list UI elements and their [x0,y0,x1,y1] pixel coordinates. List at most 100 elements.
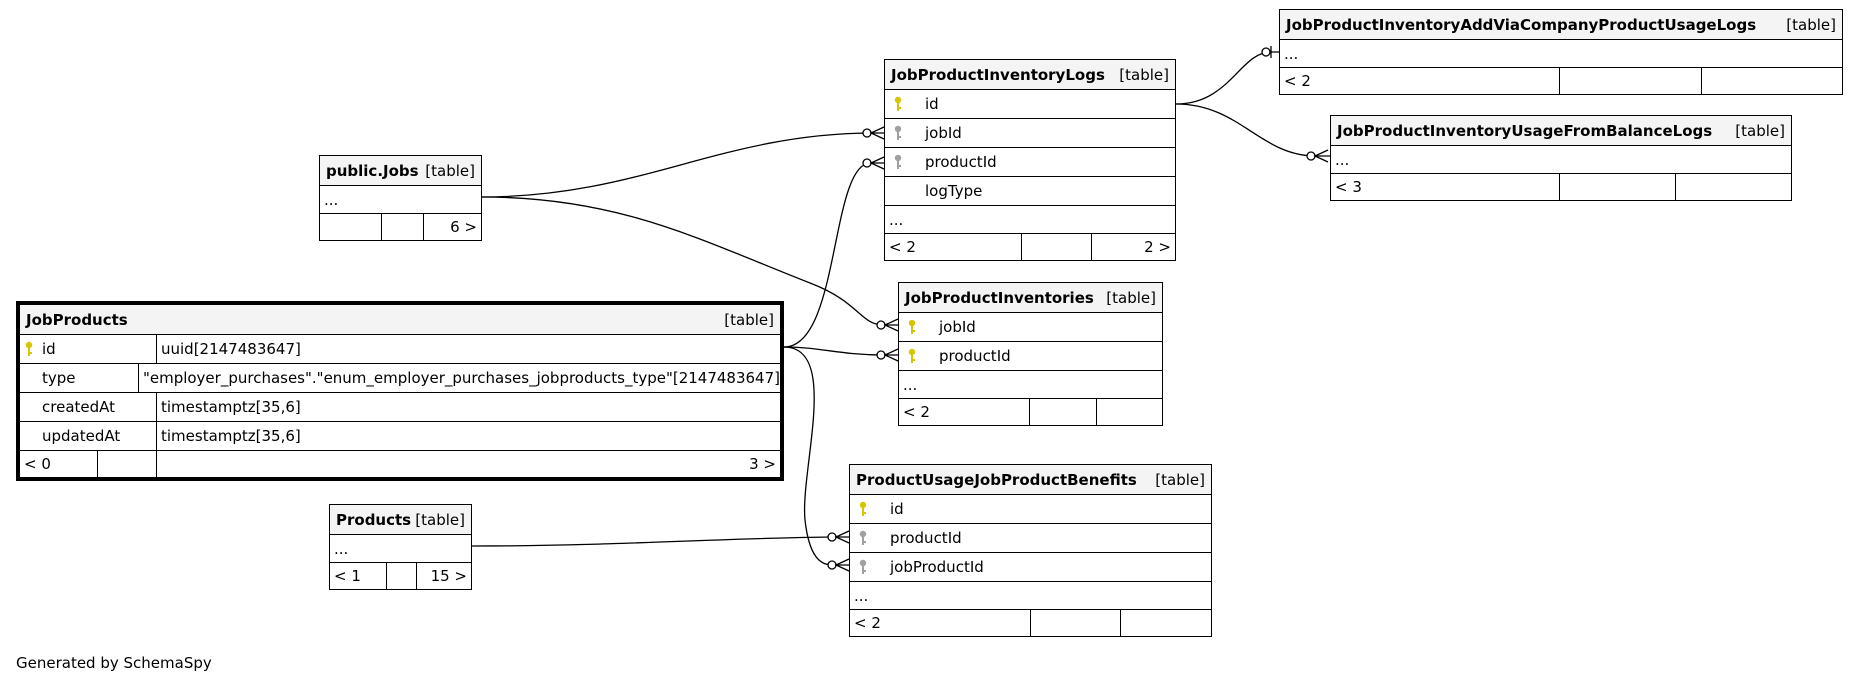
ellipsis-row: ... [1331,146,1791,174]
footer-cell: < 2 [1280,68,1560,94]
foreign-key-icon [850,530,876,546]
footer-cell [382,214,424,240]
edge-jobproducts-inventories [783,346,885,356]
table-name: JobProductInventoryLogs [891,65,1105,84]
table-job-products[interactable]: JobProducts [table] id uuid[2147483647] … [16,301,784,481]
column-name: productId [890,529,962,547]
column-name: jobId [939,318,976,336]
column-row: productId [899,342,1162,371]
footer-cell [320,214,382,240]
footer-cell: 3 > [749,455,776,473]
table-header: public.Jobs [table] [320,156,481,186]
footer-cell: 6 > [450,218,477,236]
table-header: Products [table] [330,505,471,535]
edge-logs-usagebalance [1175,103,1317,157]
column-row: jobId [899,313,1162,342]
crowfoot-marker [1306,149,1330,163]
table-name: public.Jobs [326,161,419,180]
column-row: productId [850,524,1211,553]
edge-jobproducts-benefits [783,346,833,566]
footer-cell [98,451,157,477]
column-row: jobId [885,119,1175,148]
footer-cell [1031,610,1121,636]
crowfoot-marker [827,530,851,544]
table-name: Products [336,510,412,529]
table-products[interactable]: Products [table] ... < 1 15 > [329,504,472,590]
edge-logs-addvia [1175,51,1272,105]
crowfoot-marker [876,348,900,362]
column-name: id [925,95,939,113]
column-name: id [42,340,56,358]
table-tag: [table] [415,510,465,529]
footer-cell [1560,174,1676,200]
ellipsis-row: ... [899,371,1162,399]
primary-key-icon [20,341,38,357]
crowfoot-marker [862,126,886,140]
foreign-key-icon [850,559,876,575]
footer-cell: < 1 [330,563,387,589]
column-row: productId [885,148,1175,177]
footer-cell: < 2 [850,610,1031,636]
table-footer: < 2 [1280,68,1842,94]
crowfoot-marker [876,318,900,332]
footer-cell: 15 > [430,567,467,585]
foreign-key-icon [885,125,911,141]
generated-by-label: Generated by SchemaSpy [16,654,212,672]
column-row: updatedAt timestamptz[35,6] [20,422,780,451]
table-header: JobProductInventoryAddViaCompanyProductU… [1280,10,1842,40]
footer-cell: 2 > [1144,238,1171,256]
table-tag: [table] [1119,65,1169,84]
table-usage-from-balance[interactable]: JobProductInventoryUsageFromBalanceLogs … [1330,115,1792,201]
crowfoot-marker [862,156,886,170]
column-name: productId [925,153,997,171]
footer-cell [1121,610,1211,636]
edge-jobs-logs [481,132,871,198]
footer-cell: < 0 [20,451,98,477]
column-type: timestamptz[35,6] [161,398,301,416]
ellipsis-row: ... [850,582,1211,610]
column-row: createdAt timestamptz[35,6] [20,393,780,422]
column-name: updatedAt [42,427,121,445]
primary-key-icon [899,348,925,364]
foreign-key-icon [885,154,911,170]
table-add-via-company[interactable]: JobProductInventoryAddViaCompanyProductU… [1279,9,1843,95]
column-row: id [885,90,1175,119]
column-name: createdAt [42,398,116,416]
table-tag: [table] [724,310,774,329]
table-jobs[interactable]: public.Jobs [table] ... 6 > [319,155,482,241]
table-name: JobProductInventories [905,288,1094,307]
table-tag: [table] [425,161,475,180]
ellipsis-row: ... [885,206,1175,234]
primary-key-icon [850,501,876,517]
column-name: type [42,369,76,387]
column-type: "employer_purchases"."enum_employer_purc… [142,369,780,387]
table-header: JobProductInventoryLogs [table] [885,60,1175,90]
table-tag: [table] [1786,15,1836,34]
column-row: id uuid[2147483647] [20,335,780,364]
table-name: JobProductInventoryUsageFromBalanceLogs [1337,121,1713,140]
footer-cell: < 2 [899,399,1030,425]
edge-jobs-inventories [481,196,885,326]
table-header: JobProductInventories [table] [899,283,1162,313]
footer-cell [1022,234,1092,260]
table-footer: < 0 3 > [20,451,780,477]
column-name: logType [925,182,983,200]
column-row: id [850,495,1211,524]
crowfoot-marker [827,558,851,572]
table-footer: < 3 [1331,174,1791,200]
table-header: JobProducts [table] [20,305,780,335]
table-inventories[interactable]: JobProductInventories [table] jobId prod… [898,282,1163,426]
column-type: uuid[2147483647] [161,340,301,358]
footer-cell [1702,68,1842,94]
table-benefits[interactable]: ProductUsageJobProductBenefits [table] i… [849,464,1212,637]
table-footer: < 1 15 > [330,563,471,589]
table-tag: [table] [1735,121,1785,140]
footer-cell: < 2 [885,234,1022,260]
primary-key-icon [885,96,911,112]
one-marker [1261,46,1279,58]
column-name: id [890,500,904,518]
table-inventory-logs[interactable]: JobProductInventoryLogs [table] id jobId… [884,59,1176,261]
table-name: JobProductInventoryAddViaCompanyProductU… [1286,15,1757,34]
table-footer: < 2 2 > [885,234,1175,260]
